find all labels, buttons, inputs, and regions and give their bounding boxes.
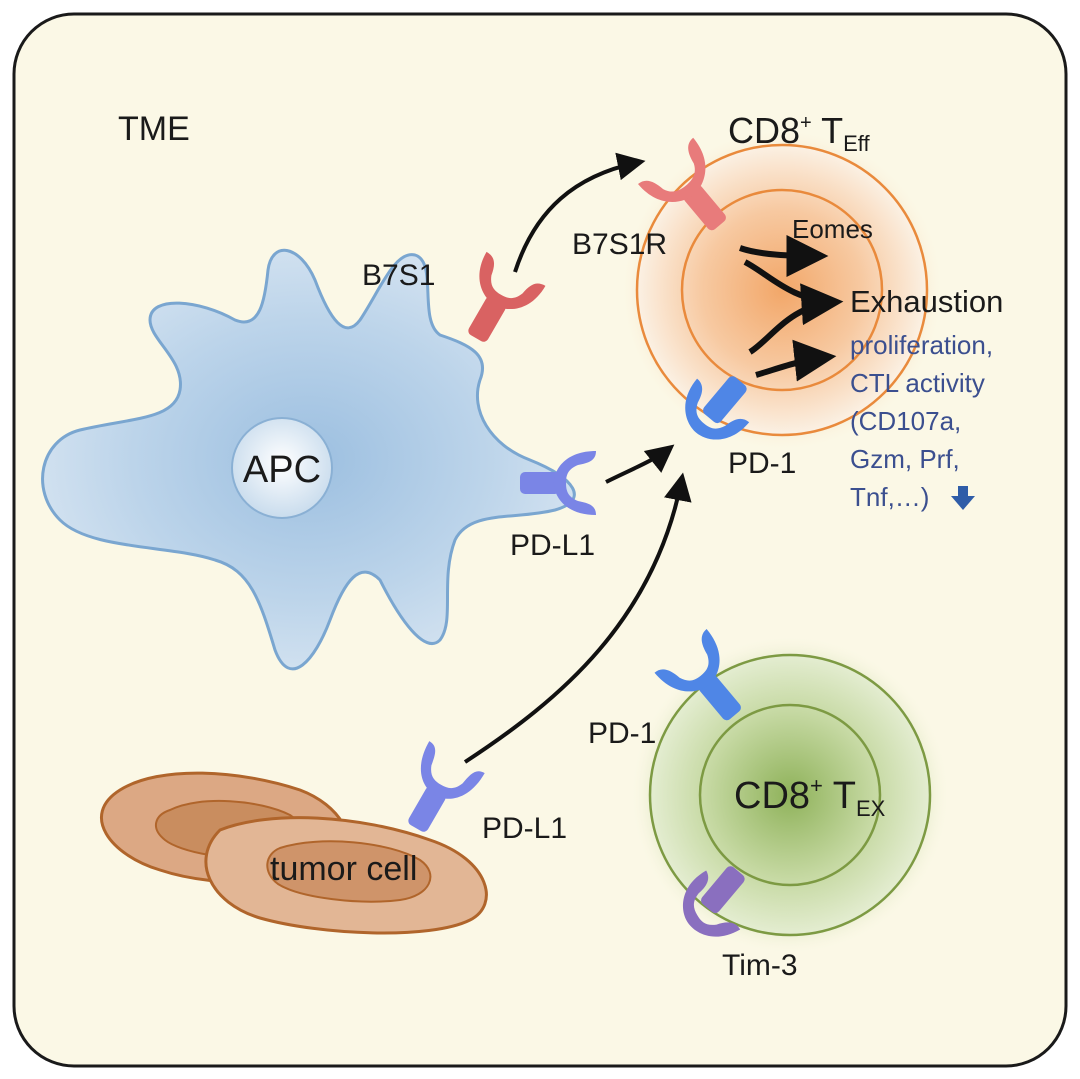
teff-inner-ring xyxy=(680,188,884,392)
apc-nucleus xyxy=(231,417,333,519)
arrow-pdl1-tumor-to-pd1 xyxy=(463,472,692,764)
pdl1-apc-receptor xyxy=(520,451,596,515)
tim3-label: Tim-3 xyxy=(722,949,798,982)
pdl1-tumor-receptor xyxy=(408,741,485,832)
pd1-eff-receptor xyxy=(703,376,747,424)
pdl1-apc-label: PD-L1 xyxy=(510,529,595,562)
b7s1r-label: B7S1R xyxy=(572,228,667,261)
tim3-receptor-head xyxy=(682,870,741,937)
eomes-label: Eomes xyxy=(792,214,873,244)
b7s1r-receptor xyxy=(637,137,726,231)
effects-line: Tnf,…) xyxy=(850,482,929,512)
pd1-ex-receptor xyxy=(654,629,741,721)
exhaustion-label: Exhaustion xyxy=(850,284,1003,319)
pd1-eff-receptor-head xyxy=(685,378,750,440)
tex-inner-ring xyxy=(698,703,882,887)
down-arrow-icon xyxy=(951,486,975,510)
tim3-receptor xyxy=(701,866,745,914)
tumor-cell-front xyxy=(204,816,488,935)
b7s1-label: B7S1 xyxy=(362,259,435,292)
arrow-pdl1-apc-to-pd1 xyxy=(605,444,675,484)
tumor-label: tumor cell xyxy=(270,850,417,888)
pd1-ex-label: PD-1 xyxy=(588,717,656,750)
b7s1-receptor xyxy=(468,251,546,342)
apc-label: APC xyxy=(243,449,321,491)
tex-outer-ring xyxy=(648,653,932,937)
effects-line: proliferation, xyxy=(850,330,993,360)
effects-list: proliferation, CTL activity (CD107a, Gzm… xyxy=(850,330,993,512)
pdl1-tumor-label: PD-L1 xyxy=(482,812,567,845)
effects-line: (CD107a, xyxy=(850,406,961,436)
arrow-to-exhaustion-bottom xyxy=(748,283,844,355)
effects-line: CTL activity xyxy=(850,368,985,398)
effects-line: Gzm, Prf, xyxy=(850,444,960,474)
arrow-b7s1-to-b7s1r xyxy=(513,152,646,273)
arrow-to-eomes xyxy=(739,234,829,277)
tex-label: CD8+ TEX xyxy=(734,773,886,821)
pd1-eff-label: PD-1 xyxy=(728,447,796,480)
teff-label: CD8+ TEff xyxy=(728,110,870,156)
arrow-to-proliferation xyxy=(755,339,837,382)
tme-label: TME xyxy=(118,110,190,148)
